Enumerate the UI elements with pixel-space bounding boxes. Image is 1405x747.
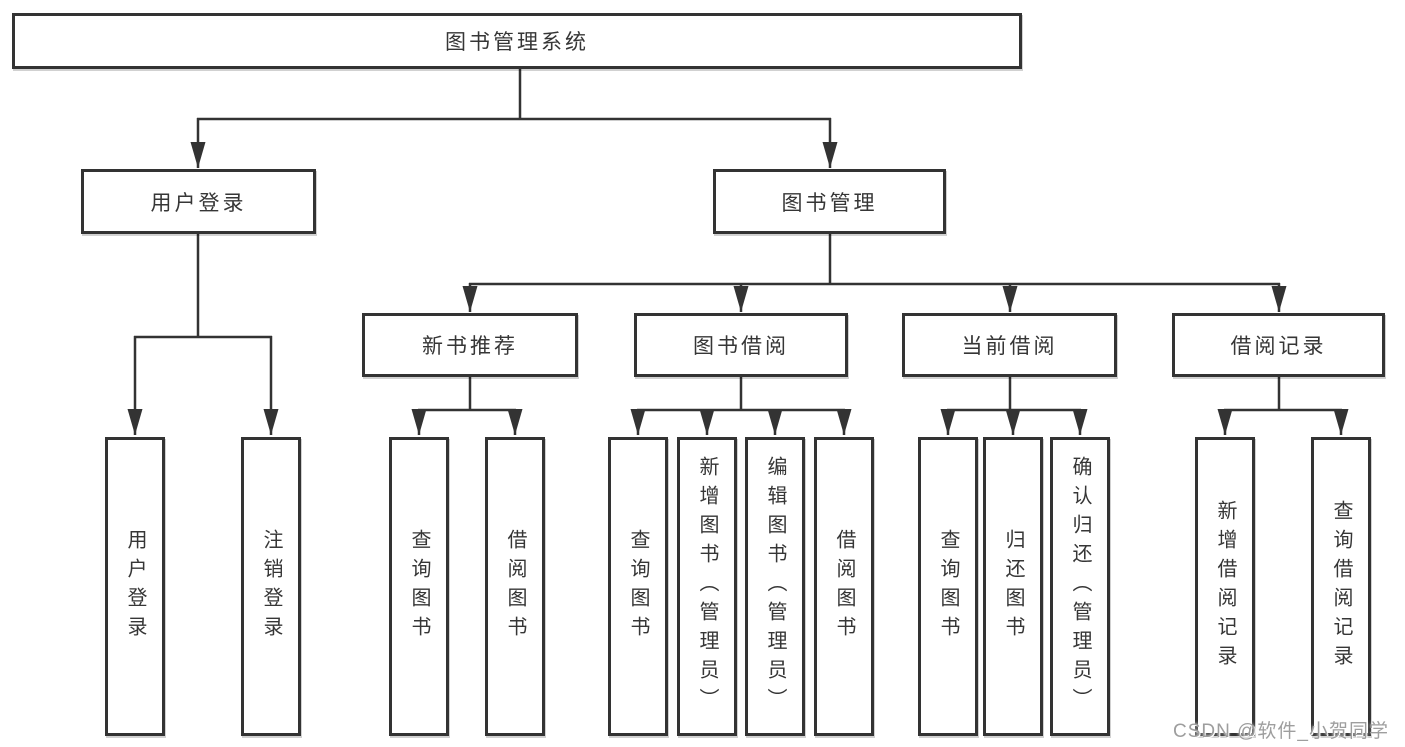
leaf-return-books: 归还图书 xyxy=(983,437,1043,736)
node-book-borrowing: 图书借阅 xyxy=(634,313,848,377)
leaf-confirm-return-admin: 确认归还（管理员） xyxy=(1050,437,1110,736)
leaf-query-books-recommend: 查询图书 xyxy=(389,437,449,736)
connector-current-borrow-to-leaves xyxy=(940,376,1088,435)
leaf-query-books-borrowing: 查询图书 xyxy=(608,437,668,736)
csdn-watermark: CSDN @软件_小贺同学 xyxy=(1173,721,1389,742)
connector-borrow-records-to-leaves xyxy=(1217,376,1349,435)
node-current-borrowing: 当前借阅 xyxy=(902,313,1117,377)
connector-book-mgmt-to-level3 xyxy=(462,233,1287,312)
connector-root-to-level2 xyxy=(190,68,838,168)
connector-new-books-to-leaves xyxy=(411,376,523,435)
leaf-user-login: 用户登录 xyxy=(105,437,165,736)
leaf-edit-books-admin: 编辑图书（管理员） xyxy=(745,437,805,736)
node-library-management-system: 图书管理系统 xyxy=(12,13,1022,69)
leaf-logout: 注销登录 xyxy=(241,437,301,736)
leaf-borrow-books: 借阅图书 xyxy=(814,437,874,736)
node-new-book-recommend: 新书推荐 xyxy=(362,313,578,377)
leaf-query-borrow-record: 查询借阅记录 xyxy=(1311,437,1371,736)
leaf-borrow-books-recommend: 借阅图书 xyxy=(485,437,545,736)
node-user-login: 用户登录 xyxy=(81,169,316,234)
node-borrowing-records: 借阅记录 xyxy=(1172,313,1385,377)
node-book-management: 图书管理 xyxy=(713,169,946,234)
leaf-query-books-current: 查询图书 xyxy=(918,437,978,736)
connector-user-login-to-leaves xyxy=(127,233,279,435)
leaf-add-books-admin: 新增图书（管理员） xyxy=(677,437,737,736)
connector-book-borrow-to-leaves xyxy=(630,376,852,435)
leaf-add-borrow-record: 新增借阅记录 xyxy=(1195,437,1255,736)
